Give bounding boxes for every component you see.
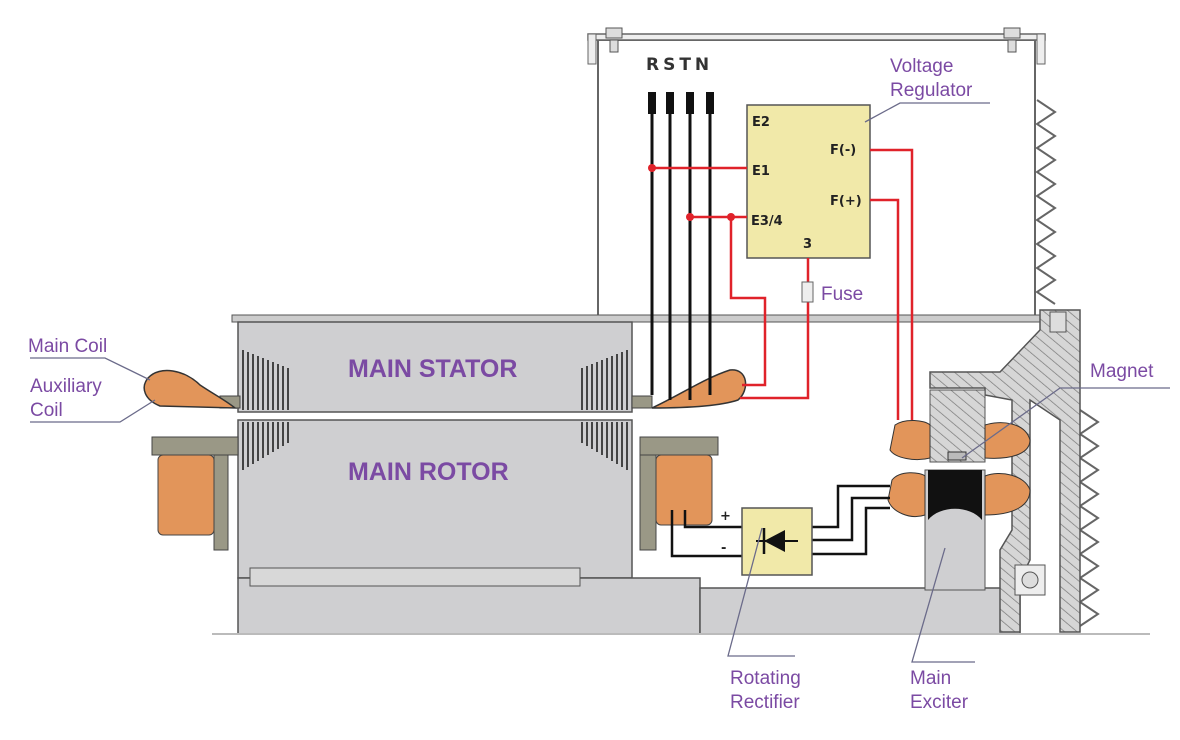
voltage-regulator-box <box>746 104 871 259</box>
voltage-regulator-label-2: Regulator <box>890 80 973 101</box>
wire-junctions <box>648 164 735 221</box>
bolt-icon <box>1003 27 1021 53</box>
exciter-base <box>699 587 1021 635</box>
main-stator-label: MAIN STATOR <box>348 355 517 383</box>
rotor-winding-left <box>157 454 215 536</box>
rectifier-wires <box>670 484 890 558</box>
terminal-e2: E2 <box>752 115 770 130</box>
voltage-regulator-label-1: Voltage <box>890 56 953 77</box>
exciter-rotor-coil <box>887 472 1031 517</box>
rectifier-minus: - <box>721 541 726 556</box>
main-rotor-body <box>237 419 633 579</box>
exciter-stator-coil <box>889 420 1031 461</box>
rotating-rectifier-label-2: Rectifier <box>730 692 800 713</box>
main-coil-right <box>651 369 747 409</box>
main-coil-left <box>143 369 238 409</box>
magnet-label: Magnet <box>1090 361 1154 382</box>
fuse <box>801 281 814 303</box>
main-coil-label: Main Coil <box>28 336 107 357</box>
phase-wires <box>650 100 712 400</box>
bolt-icon <box>605 27 623 53</box>
control-wires <box>652 148 914 420</box>
terminal-plugs <box>648 92 714 114</box>
exciter-stator-core <box>929 389 986 463</box>
terminal-e34: E3/4 <box>751 214 783 229</box>
main-stator-body <box>237 321 633 413</box>
shaft <box>249 567 581 587</box>
magnet <box>947 451 967 461</box>
stator-top-plate <box>231 314 1045 323</box>
terminal-3: 3 <box>803 237 812 252</box>
cooling-fins <box>1035 99 1057 305</box>
auxiliary-coil-label-1: Auxiliary <box>30 376 102 397</box>
diode-icon <box>756 528 798 554</box>
rotating-rectifier-label-1: Rotating <box>730 668 801 689</box>
terminal-e1: E1 <box>752 164 770 179</box>
terminal-f-minus: F(-) <box>830 143 856 158</box>
terminal-f-plus: F(+) <box>830 194 862 209</box>
laminations <box>242 350 628 470</box>
auxiliary-coil-label-2: Coil <box>30 400 63 421</box>
leader-lines <box>30 102 1170 663</box>
main-exciter-label-2: Exciter <box>910 692 969 713</box>
rectifier-plus: + <box>720 509 731 524</box>
fuse-label: Fuse <box>821 284 863 305</box>
cooling-fins <box>1078 409 1100 627</box>
main-exciter-label-1: Main <box>910 668 951 689</box>
main-rotor-label: MAIN ROTOR <box>348 458 509 486</box>
rstn-label: RSTN <box>646 55 713 75</box>
